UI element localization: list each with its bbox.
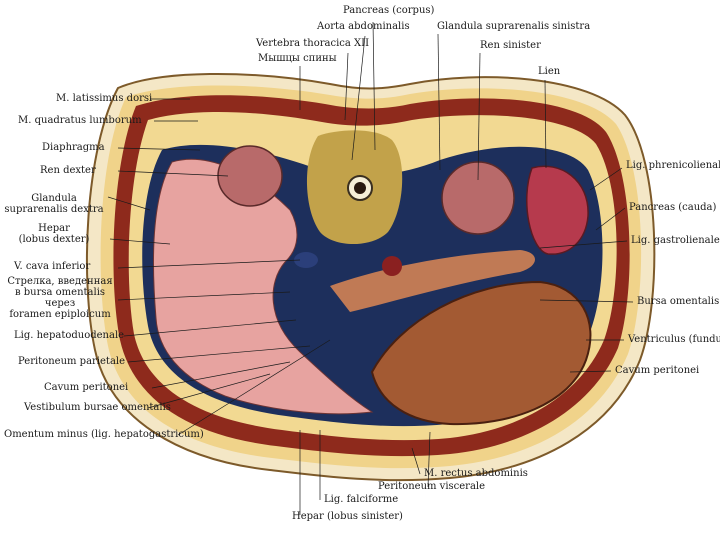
label-arrow-1: Стрелка, введенная bbox=[7, 276, 113, 287]
label-cavum-left: Cavum peritonei bbox=[44, 382, 129, 393]
label-arrow-3: через bbox=[44, 298, 76, 309]
label-pancreas-cauda: Pancreas (cauda) bbox=[629, 202, 717, 213]
label-hepar-dexter-2: (lobus dexter) bbox=[18, 234, 90, 245]
label-arrow-4: foramen epiploicum bbox=[9, 309, 111, 320]
label-peritoneum-parietale: Peritoneum parietale bbox=[18, 356, 126, 367]
label-hepar-sinister: Hepar (lobus sinister) bbox=[292, 511, 403, 522]
label-latissimus: M. latissimus dorsi bbox=[56, 93, 153, 104]
label-ren-dexter: Ren dexter bbox=[40, 165, 96, 176]
label-viscerale: Peritoneum viscerale bbox=[378, 481, 486, 492]
label-myshtsy: Мышцы спины bbox=[258, 53, 337, 64]
label-phrenicolienale: Lig. phrenicolienale bbox=[626, 160, 720, 171]
label-diaphragma: Diaphragma bbox=[42, 142, 105, 153]
label-hepatoduodenale: Lig. hepatoduodenale bbox=[14, 330, 125, 341]
label-vertebra: Vertebra thoracica XII bbox=[256, 38, 370, 49]
label-cavum-right: Cavum peritonei bbox=[615, 365, 700, 376]
label-vestibulum: Vestibulum bursae omentalis bbox=[24, 402, 171, 413]
spleen bbox=[526, 165, 589, 255]
kidney-right bbox=[217, 145, 283, 207]
label-gl-suprarenalis-dex-1: Glandula bbox=[31, 193, 77, 204]
liver bbox=[153, 158, 374, 415]
label-falciforme: Lig. falciforme bbox=[324, 494, 399, 505]
pancreas bbox=[330, 250, 535, 312]
aorta bbox=[382, 256, 402, 276]
label-cava: V. cava inferior bbox=[14, 261, 91, 272]
label-gl-suprarenalis-sin: Glandula suprarenalis sinistra bbox=[437, 21, 591, 32]
label-arrow-2: в bursa omentalis bbox=[14, 287, 106, 298]
label-gl-suprarenalis-dex-2: suprarenalis dextra bbox=[4, 204, 104, 215]
label-lien: Lien bbox=[538, 66, 561, 77]
label-ventriculus: Ventriculus (fundus) bbox=[628, 334, 720, 345]
label-ren-sinister: Ren sinister bbox=[480, 40, 541, 51]
label-pancreas-corpus: Pancreas (corpus) bbox=[343, 5, 435, 16]
vena-cava bbox=[294, 252, 318, 268]
label-bursa: Bursa omentalis bbox=[637, 296, 720, 307]
label-omentum: Omentum minus (lig. hepatogastricum) bbox=[4, 429, 204, 440]
label-hepar-dexter-1: Hepar bbox=[38, 223, 70, 234]
stomach bbox=[370, 280, 592, 426]
label-rectus: M. rectus abdominis bbox=[424, 468, 528, 479]
label-gastrolienale: Lig. gastrolienale bbox=[631, 235, 720, 246]
label-quadratus: M. quadratus lumborum bbox=[18, 115, 142, 126]
label-aorta: Aorta abdominalis bbox=[317, 21, 410, 32]
